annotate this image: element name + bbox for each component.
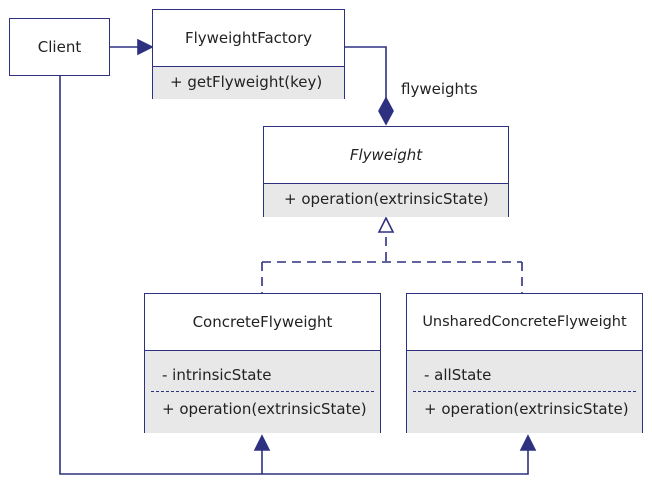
method: + getFlyweight(key) xyxy=(170,73,323,91)
concrete-flyweight-class-name: ConcreteFlyweight xyxy=(192,313,333,331)
unshared-concrete-flyweight-class-name: UnsharedConcreteFlyweight xyxy=(422,314,627,330)
method: + operation(extrinsicState) xyxy=(162,400,367,418)
arrowhead-icon xyxy=(253,434,271,451)
method: + operation(extrinsicState) xyxy=(424,400,629,418)
section-divider xyxy=(413,391,636,392)
unshared-concrete-flyweight-members: - allState + operation(extrinsicState) xyxy=(407,350,642,433)
method: + operation(extrinsicState) xyxy=(284,190,489,208)
factory-flyweight-aggregation xyxy=(345,46,387,98)
flyweight-methods: + operation(extrinsicState) xyxy=(264,183,508,217)
client-class-name: Client xyxy=(37,38,82,56)
client-bottom-association xyxy=(59,76,529,475)
flyweight-class-name: Flyweight xyxy=(349,146,423,164)
aggregation-label: flyweights xyxy=(401,80,478,98)
section-divider xyxy=(151,391,374,392)
arrowhead-icon xyxy=(137,38,154,56)
attribute: - allState xyxy=(424,366,492,384)
aggregation-diamond-icon xyxy=(378,96,394,126)
flyweight-factory-methods: + getFlyweight(key) xyxy=(153,66,344,99)
unshared-concrete-flyweight-class[interactable]: UnsharedConcreteFlyweight - allState + o… xyxy=(406,293,643,433)
flyweight-class[interactable]: Flyweight + operation(extrinsicState) xyxy=(263,126,509,217)
client-class[interactable]: Client xyxy=(9,18,110,76)
flyweight-factory-class-name: FlyweightFactory xyxy=(184,29,313,47)
arrowhead-icon xyxy=(519,434,537,451)
concrete-flyweight-members: - intrinsicState + operation(extrinsicSt… xyxy=(145,350,380,433)
flyweight-factory-class[interactable]: FlyweightFactory + getFlyweight(key) xyxy=(152,9,345,99)
realization-arrowhead-icon xyxy=(377,216,395,233)
concrete-flyweight-class[interactable]: ConcreteFlyweight - intrinsicState + ope… xyxy=(144,293,381,433)
attribute: - intrinsicState xyxy=(162,366,272,384)
